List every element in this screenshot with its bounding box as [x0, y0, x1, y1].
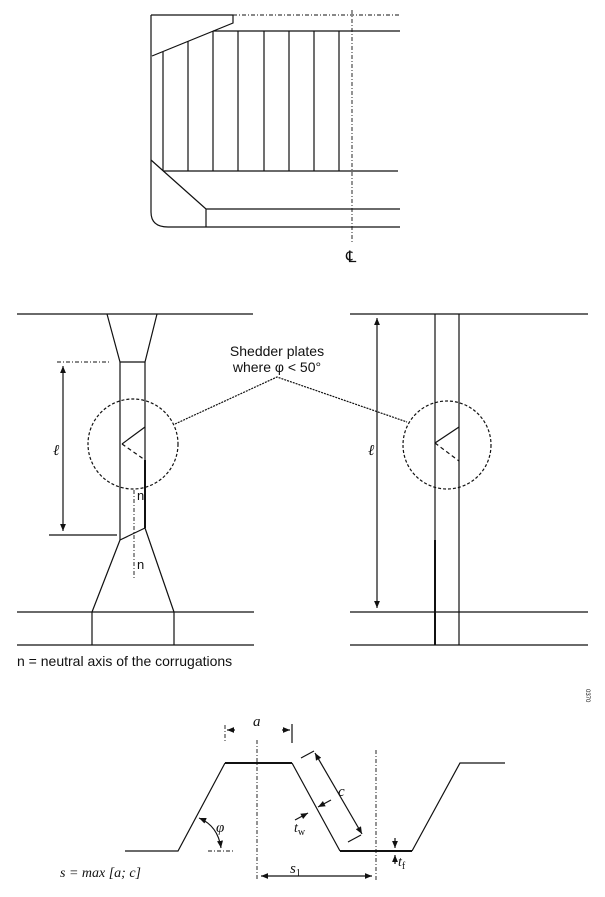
detail-circle-right: [402, 400, 492, 490]
leader-lines: [174, 376, 408, 425]
plan-view: ℄: [150, 10, 400, 266]
detail-circle-left: [87, 398, 179, 490]
web-thickness-label: tw: [294, 821, 306, 838]
elevation-with-stools: ℓ n n: [17, 313, 254, 646]
spacing-formula: s = max [a; c]: [60, 866, 141, 881]
length-label-right: ℓ: [368, 443, 374, 459]
centerline-symbol: ℄: [345, 249, 357, 266]
angle-phi-label: φ: [216, 820, 224, 836]
dim-c-label: c: [338, 784, 345, 800]
neutral-axis-caption: n = neutral axis of the corrugations: [17, 653, 232, 669]
neutral-axis-label-bottom: n: [137, 557, 144, 572]
shedder-label-line1: Shedder plates: [230, 343, 324, 359]
dim-a-label: a: [253, 714, 261, 730]
neutral-axis-label-top: n: [137, 488, 144, 503]
figure-id: 0370: [584, 689, 590, 703]
flange-thickness-label: tf: [398, 855, 406, 872]
spacing-s1-label: s1: [290, 861, 301, 879]
shedder-label-line2: where φ < 50°: [232, 359, 321, 375]
corrugation-section: a c tw φ s1 tf s = max [a; c] 0370: [60, 689, 590, 881]
elevation-without-stools: ℓ: [350, 313, 588, 646]
length-label-left: ℓ: [53, 443, 59, 459]
